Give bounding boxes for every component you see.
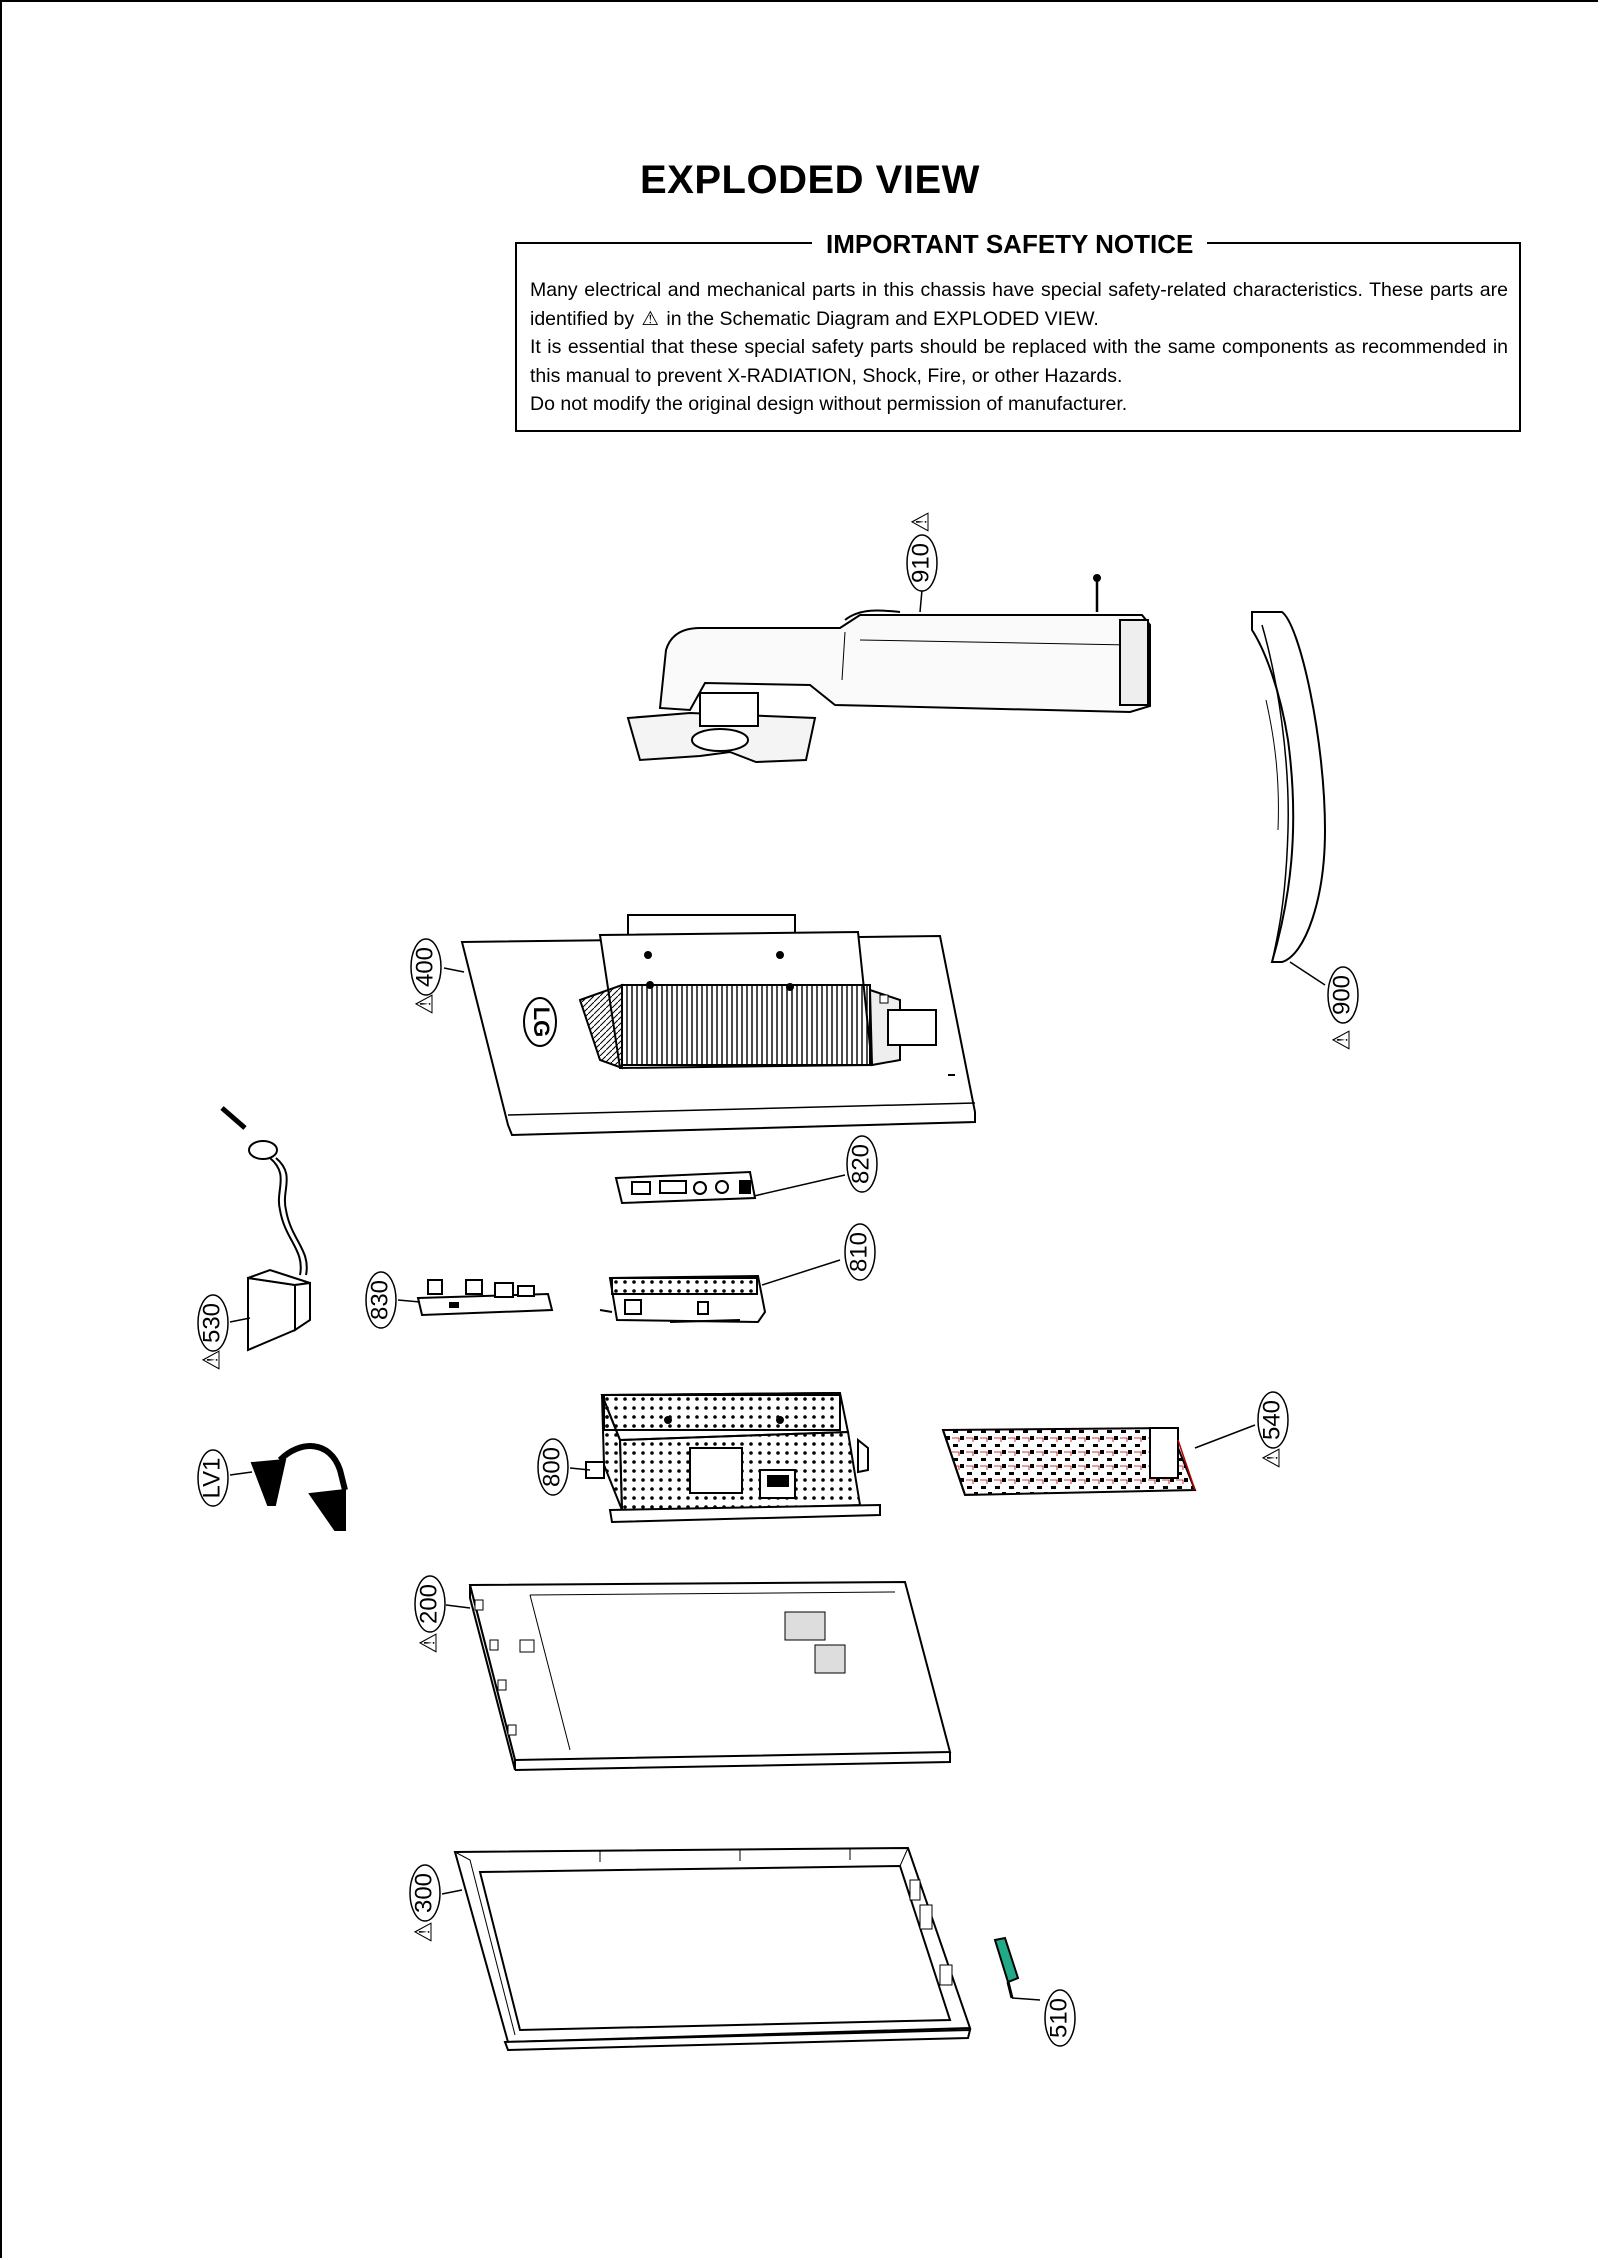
part-label-540: 540 [1258,1400,1285,1440]
safety-icon-400: ⚠ [411,993,438,1015]
lg-logo-text: LG [529,1007,554,1038]
callout-200: 200 ⚠ [414,1575,446,1654]
callout-300: 300 ⚠ [409,1864,441,1943]
safety-icon-900: ⚠ [1328,1029,1355,1051]
safety-icon-530: ⚠ [198,1349,225,1371]
callout-540: 540 ⚠ [1257,1391,1289,1469]
part-label-530: 530 [198,1303,225,1343]
callout-lv1: LV1 [197,1449,229,1507]
notice-paragraph-1: Many electrical and mechanical parts in … [530,276,1508,333]
part-front-bezel-300 [453,1846,972,2052]
notice-paragraph-3: Do not modify the original design withou… [530,393,1128,415]
lg-logo: LG [523,997,557,1047]
notice-line-1b: in the Schematic Diagram and EXPLODED VI… [666,307,1099,330]
notice-paragraph-2: It is essential that these special safet… [530,336,1508,387]
part-label-800: 800 [538,1447,565,1487]
callout-800: 800 [537,1438,569,1496]
safety-icon-300: ⚠ [410,1921,437,1943]
part-lvds-cable-lv1 [250,1443,348,1531]
safety-notice-body: Many electrical and mechanical parts in … [530,276,1508,419]
part-io-bracket-820 [614,1170,757,1205]
callout-510: 510 [1044,1989,1076,2047]
part-lcd-module-200 [468,1580,952,1771]
callout-530: 530 ⚠ [197,1294,229,1371]
callout-900: 900 ⚠ [1327,966,1359,1051]
part-label-lv1: LV1 [198,1458,225,1499]
part-label-900: 900 [1328,975,1355,1015]
part-label-910: 910 [907,543,934,583]
part-switch-510 [993,1936,1020,1999]
part-label-810: 810 [845,1232,872,1272]
safety-icon-540: ⚠ [1258,1447,1285,1469]
callout-910: 910 ⚠ [906,511,938,592]
part-adapter-530 [220,1106,311,1352]
part-label-510: 510 [1045,1998,1072,2038]
part-label-400: 400 [411,947,438,987]
part-shield-810 [599,1274,767,1324]
callout-400: 400 ⚠ [410,938,442,1015]
safety-icon-910: ⚠ [907,511,934,533]
callout-820: 820 [846,1135,878,1193]
warning-triangle-icon: ⚠ [641,307,659,330]
part-back-cover-900 [1251,611,1327,963]
callout-830: 830 [365,1271,397,1329]
page-title: EXPLODED VIEW [640,158,980,202]
part-label-830: 830 [366,1280,393,1320]
callout-810: 810 [844,1223,876,1281]
part-key-board-830 [416,1279,554,1317]
part-label-300: 300 [410,1873,437,1913]
part-main-board-540 [941,1426,1197,1497]
part-label-200: 200 [415,1584,442,1624]
part-rear-cabinet-400 [460,914,976,1137]
notice-line-1a: Many electrical and mechanical parts in … [530,279,1508,330]
safety-icon-200: ⚠ [415,1632,442,1654]
part-stand-910 [626,574,1151,764]
part-main-frame-800 [585,1391,881,1524]
safety-notice-heading: IMPORTANT SAFETY NOTICE [812,229,1208,260]
part-label-820: 820 [847,1144,874,1184]
